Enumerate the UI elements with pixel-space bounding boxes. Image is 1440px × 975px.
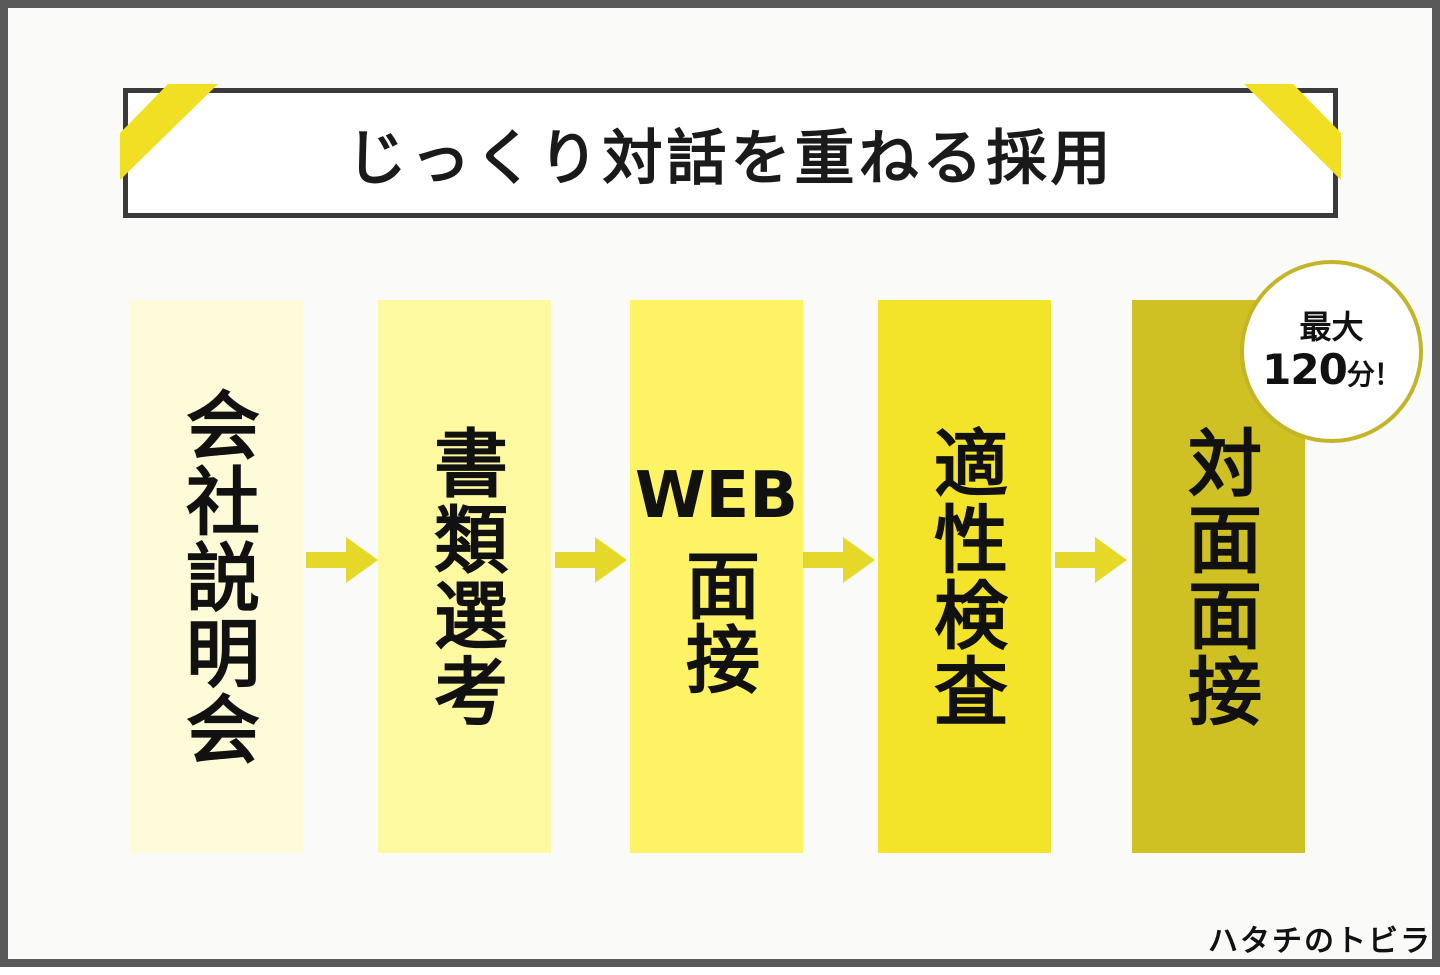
brand-logo: ハタチのトビラ [1208, 924, 1432, 959]
corner-tape-right [1244, 84, 1341, 180]
page-title: じっくり対話を重ねる採用 [346, 123, 1115, 194]
arrow-right-icon [1055, 537, 1127, 583]
banner-corner-decorations [120, 84, 1341, 180]
badge-number: 120 [1262, 344, 1348, 394]
badge-suffix: 分！ [1346, 357, 1402, 391]
step-label: 会社説明会 [173, 386, 260, 767]
step-label: 対面面接 [1175, 424, 1262, 729]
arrow-right-icon [555, 537, 627, 583]
step-company-briefing: 会社説明会 [130, 300, 303, 853]
corner-tape-left [120, 84, 218, 180]
badge-line1: 最大 [1299, 307, 1364, 346]
step-label: 適性検査 [921, 424, 1008, 729]
arrow-right-icon [803, 537, 875, 583]
step-label-latin: WEB [634, 458, 799, 533]
step-aptitude-test: 適性検査 [878, 300, 1051, 853]
title-banner: じっくり対話を重ねる採用 [123, 88, 1338, 218]
step-label: 書類選考 [421, 424, 508, 729]
step-label: 面接 [673, 546, 760, 695]
badge-line2: 120分！ [1262, 344, 1402, 394]
arrow-right-icon [306, 537, 378, 583]
step-document-screening: 書類選考 [378, 300, 551, 853]
max-duration-badge: 最大 120分！ [1240, 260, 1423, 443]
step-web-interview: WEB 面接 [630, 300, 803, 853]
